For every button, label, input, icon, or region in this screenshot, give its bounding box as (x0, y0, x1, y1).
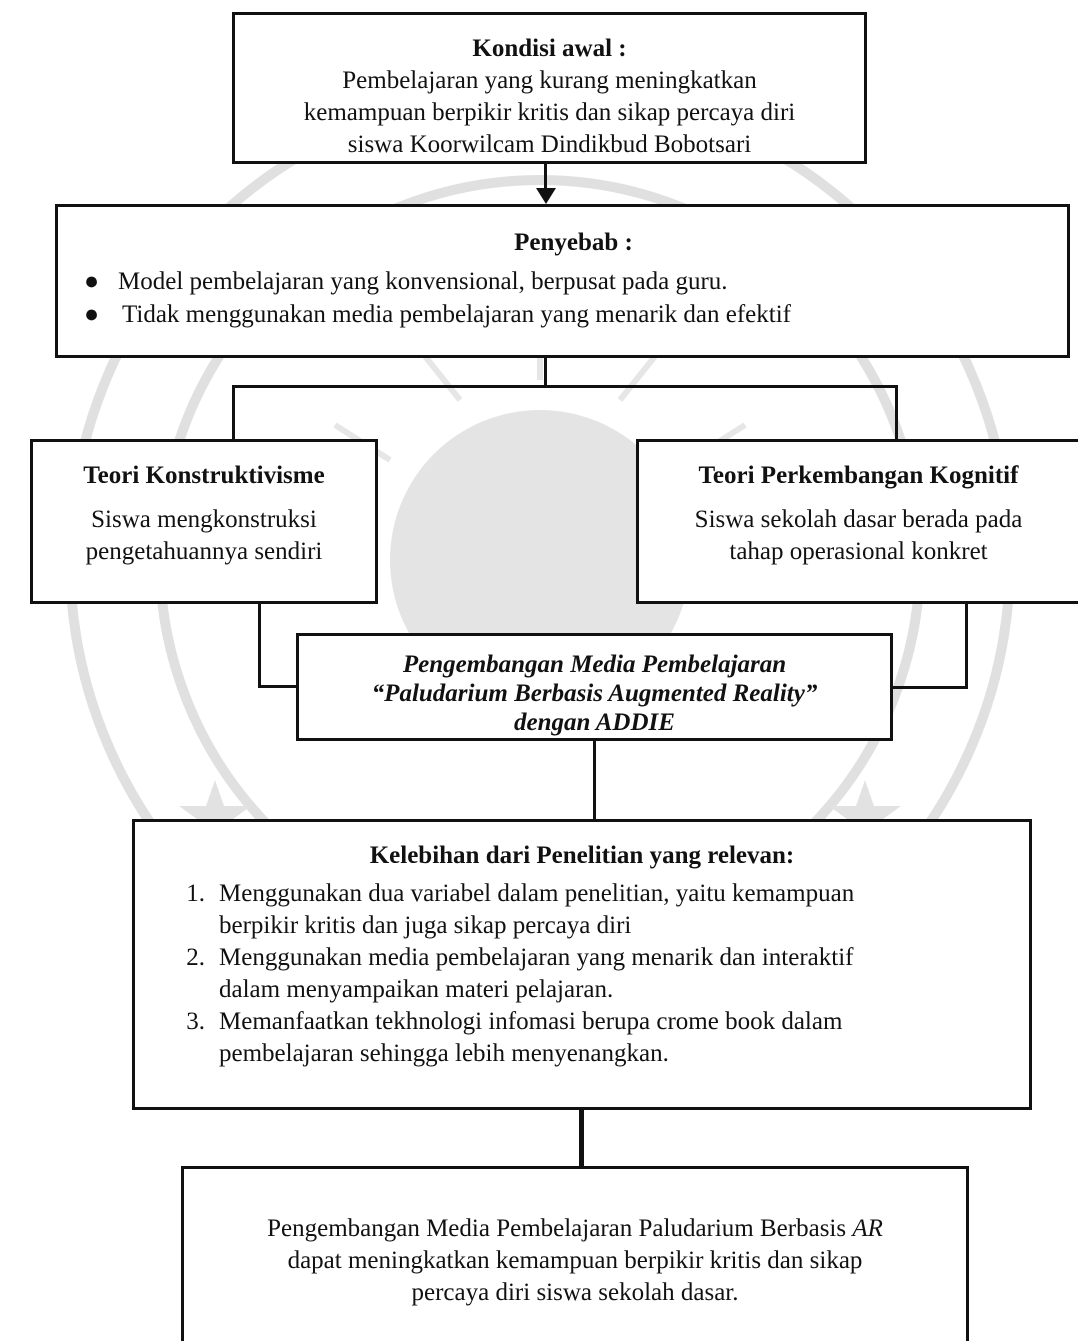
kelebihan-title: Kelebihan dari Penelitian yang relevan: (369, 842, 795, 869)
connector-branch-horizontal (232, 385, 898, 388)
kondisi-awal-title: Kondisi awal : (472, 35, 627, 62)
kondisi-awal-line: Pembelajaran yang kurang meningkatkan (342, 67, 757, 94)
teori-konstruktivisme-line: Siswa mengkonstruksi (91, 506, 317, 533)
pengembangan-line: Pengembangan Media Pembelajaran (402, 651, 787, 678)
penyebab-item: ● Model pembelajaran yang konvensional, … (80, 265, 1067, 298)
teori-konstruktivisme-line: pengetahuannya sendiri (85, 538, 323, 565)
penyebab-item: ● Tidak menggunakan media pembelajaran y… (80, 298, 1067, 331)
kondisi-awal-line: kemampuan berpikir kritis dan sikap perc… (303, 99, 796, 126)
connector-arrow-shaft (544, 164, 547, 190)
connector-pengembangan-down (593, 741, 596, 821)
connector-right-theory-down (965, 602, 968, 688)
hasil-line: dapat meningkatkan kemampuan berpikir kr… (287, 1247, 863, 1274)
kondisi-awal-line: siswa Koorwilcam Dindikbud Bobotsari (347, 131, 752, 158)
connector-penyebab-down (544, 358, 547, 386)
hasil-box: Pengembangan Media Pembelajaran Paludari… (181, 1166, 969, 1341)
kelebihan-item: 1. Menggunakan dua variabel dalam peneli… (186, 880, 855, 939)
kelebihan-box: Kelebihan dari Penelitian yang relevan: … (132, 819, 1032, 1110)
connector-arrowhead-icon (536, 188, 556, 204)
pengembangan-line: dengan ADDIE (514, 709, 675, 736)
connector-right-theory-across (892, 686, 968, 689)
kelebihan-item: 2. Menggunakan media pembelajaran yang m… (186, 944, 854, 1003)
kelebihan-item: 3. Memanfaatkan tekhnologi infomasi beru… (186, 1008, 843, 1067)
pengembangan-media-box: Pengembangan Media Pembelajaran “Paludar… (296, 633, 893, 741)
bullet-icon: ● (84, 301, 100, 328)
teori-kognitif-box: Teori Perkembangan Kognitif Siswa sekola… (636, 439, 1078, 604)
penyebab-title: Penyebab : (514, 229, 633, 256)
kondisi-awal-box: Kondisi awal : Pembelajaran yang kurang … (232, 12, 867, 164)
teori-konstruktivisme-box: Teori Konstruktivisme Siswa mengkonstruk… (30, 439, 378, 604)
connector-branch-right-down (895, 385, 898, 441)
connector-left-theory-across (258, 685, 298, 688)
bullet-icon: ● (84, 268, 100, 295)
penyebab-box: Penyebab : ● Model pembelajaran yang kon… (55, 204, 1070, 358)
teori-kognitif-title: Teori Perkembangan Kognitif (698, 462, 1019, 489)
connector-left-theory-down (258, 602, 261, 687)
connector-kelebihan-down (579, 1108, 584, 1168)
teori-kognitif-line: Siswa sekolah dasar berada pada (694, 506, 1023, 533)
hasil-line: percaya diri siswa sekolah dasar. (411, 1279, 739, 1306)
kelebihan-list: 1. Menggunakan dua variabel dalam peneli… (169, 878, 1029, 1070)
pengembangan-line: “Paludarium Berbasis Augmented Reality” (371, 680, 818, 707)
hasil-line: Pengembangan Media Pembelajaran Paludari… (267, 1215, 883, 1242)
teori-konstruktivisme-title: Teori Konstruktivisme (83, 462, 325, 489)
connector-branch-left-down (232, 385, 235, 441)
penyebab-list: ● Model pembelajaran yang konvensional, … (80, 265, 1067, 331)
teori-kognitif-line: tahap operasional konkret (729, 538, 988, 565)
